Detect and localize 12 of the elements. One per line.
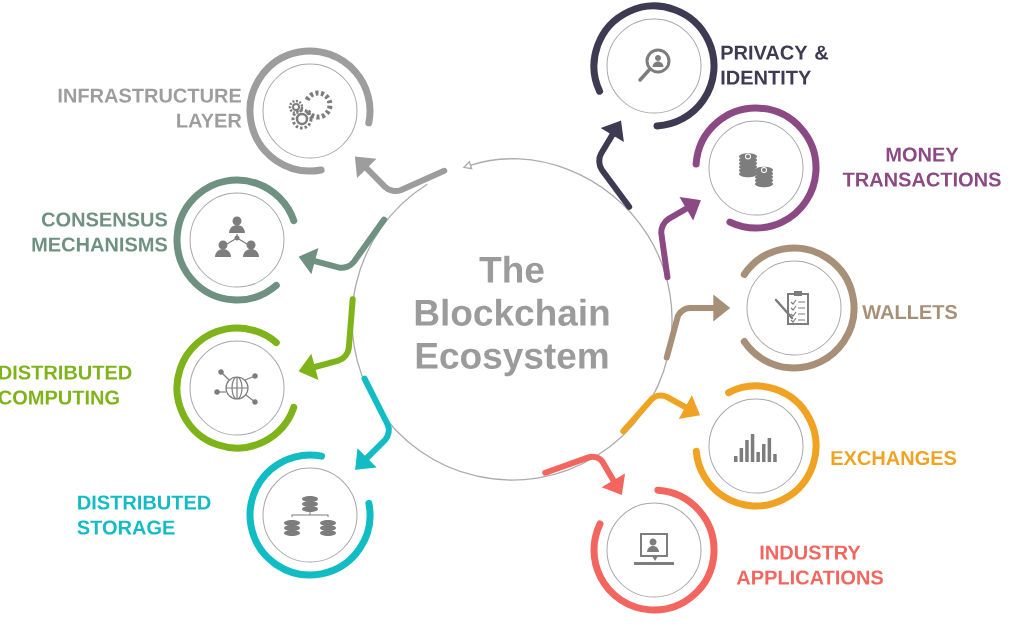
arrow bbox=[542, 453, 626, 495]
category-label: EXCHANGES bbox=[831, 450, 957, 466]
arrow bbox=[658, 196, 701, 281]
category-label: PRIVACY & IDENTITY bbox=[721, 45, 829, 85]
node-label: The Blockchain Ecosystem bbox=[415, 255, 609, 377]
category-label: CONSENSUS MECHANISMS bbox=[32, 212, 167, 252]
category-label: WALLETS bbox=[862, 304, 957, 320]
category-label: INFRASTRUCTURE LAYER bbox=[58, 88, 242, 128]
category-label: DISTRIBUTED STORAGE bbox=[77, 495, 211, 535]
category-label: INDUSTRY APPLICATIONS bbox=[736, 545, 883, 585]
category-label: MONEY TRANSACTIONS bbox=[842, 147, 1001, 187]
arrow bbox=[355, 375, 392, 470]
